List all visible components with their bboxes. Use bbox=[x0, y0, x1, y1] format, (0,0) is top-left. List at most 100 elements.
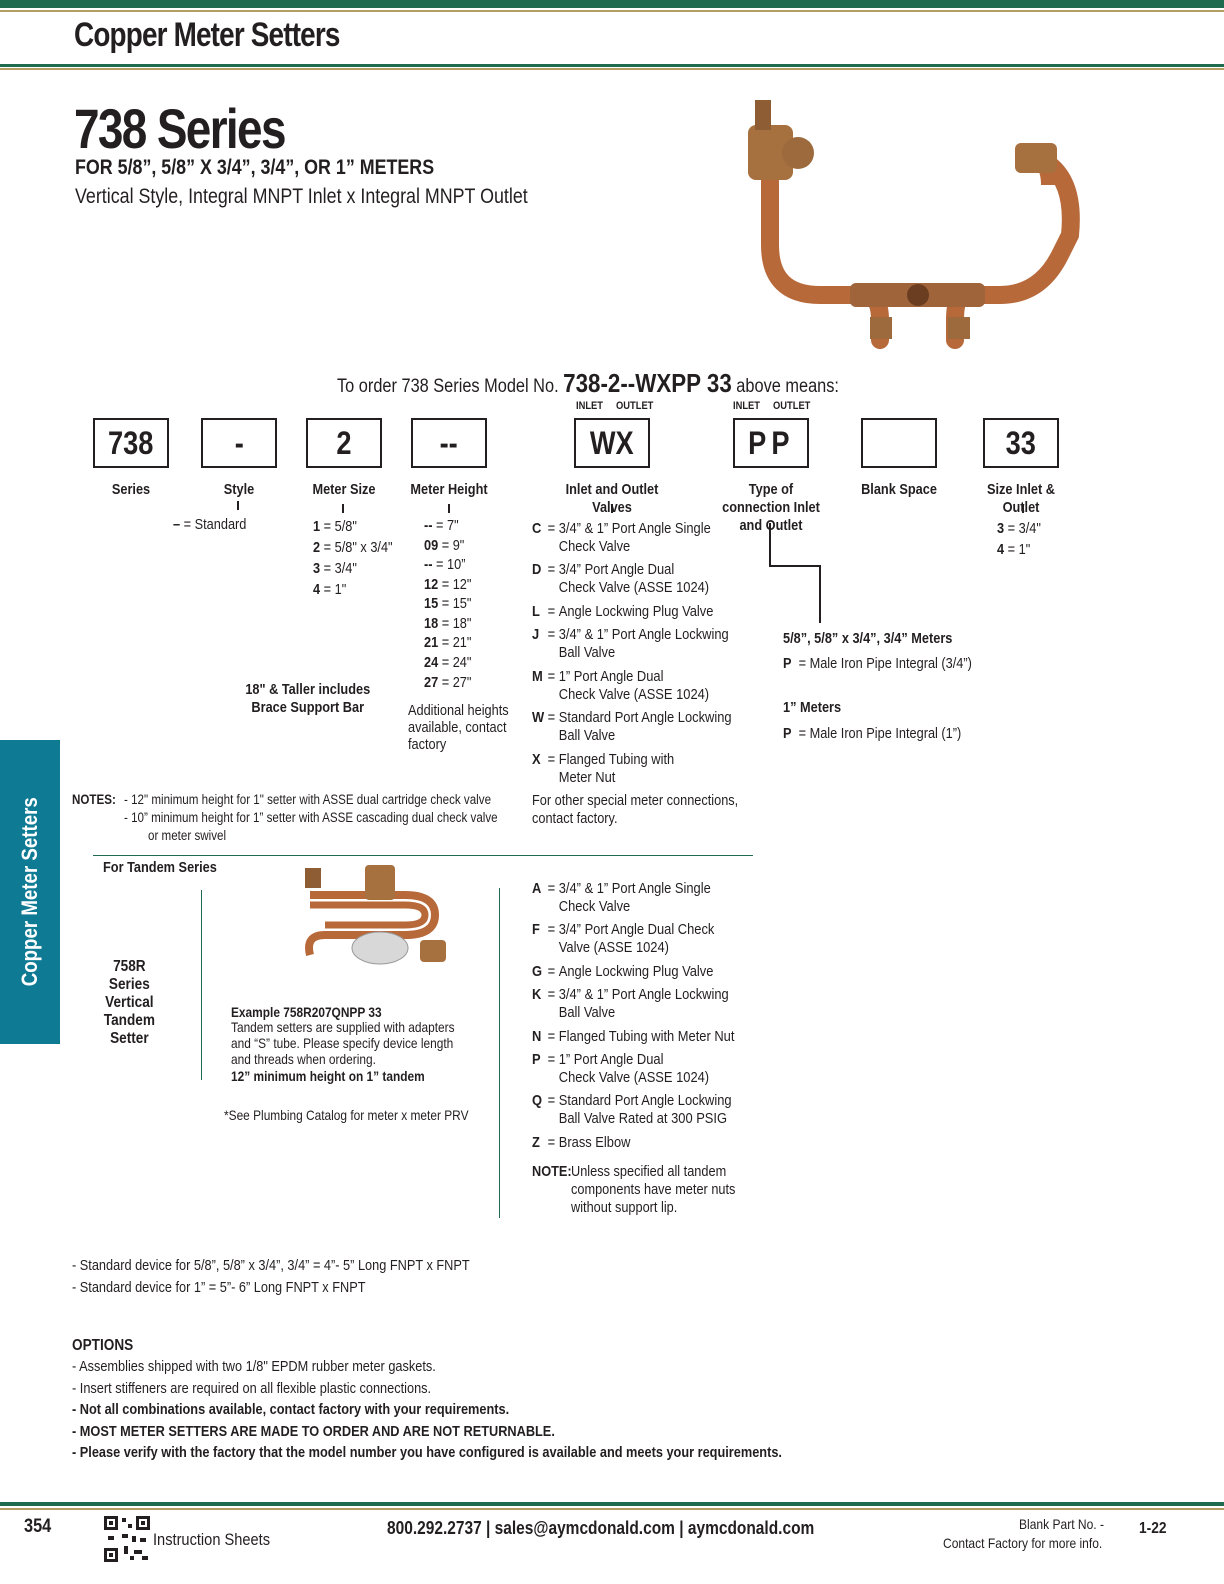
valve-l: L = Angle Lockwing Plug Valve bbox=[532, 603, 714, 620]
side-tab-label: Copper Meter Setters bbox=[17, 797, 42, 987]
meter-height-9: 27 = 27" bbox=[424, 674, 472, 691]
meter-height-2: 09 = 9" bbox=[424, 537, 465, 554]
tandem-example-bold: 12” minimum height on 1” tandem bbox=[231, 1068, 425, 1084]
label-meter-height: Meter Height bbox=[410, 481, 488, 498]
top-tan-line bbox=[0, 10, 1224, 12]
side-tab bbox=[0, 740, 60, 1044]
box-size: 33 bbox=[983, 418, 1059, 468]
tandem-name: 758R Series Vertical Tandem Setter bbox=[103, 958, 155, 1047]
tandem-example-text-1: Tandem setters are supplied with adapter… bbox=[231, 1019, 455, 1035]
qr-code-icon[interactable] bbox=[104, 1516, 150, 1562]
conn-group2-title: 1” Meters bbox=[783, 699, 842, 716]
tandem-example-text-2: and “S” tube. Please specify device leng… bbox=[231, 1035, 454, 1051]
options-title: OPTIONS bbox=[72, 1337, 134, 1354]
box-meter-height: -- bbox=[411, 418, 487, 468]
size-4: 4 = 1" bbox=[997, 541, 1031, 558]
product-description: Vertical Style, Integral MNPT Inlet x In… bbox=[75, 185, 528, 208]
outlet-label-1: OUTLET bbox=[616, 400, 654, 412]
standard-device-2: - Standard device for 1” = 5”- 6” Long F… bbox=[72, 1279, 366, 1296]
footer-green-rule bbox=[0, 1502, 1224, 1506]
meter-height-7: 21 = 21" bbox=[424, 634, 472, 651]
label-blank: Blank Space bbox=[861, 481, 937, 498]
tandem-vline-right bbox=[499, 888, 500, 1218]
tandem-valve-n: N = Flanged Tubing with Meter Nut bbox=[532, 1028, 735, 1045]
box-valves: WX bbox=[574, 418, 650, 468]
label-series: Series bbox=[111, 481, 151, 498]
height-note: Additional heights available, contact fa… bbox=[408, 702, 509, 753]
label-connection: Type of connection Inlet and Outlet bbox=[722, 481, 820, 534]
connector-line-v1 bbox=[769, 523, 771, 567]
option-item-1: - Assemblies shipped with two 1/8" EPDM … bbox=[72, 1358, 436, 1375]
tandem-divider bbox=[93, 855, 753, 856]
tick-style bbox=[237, 501, 239, 510]
tandem-image bbox=[305, 865, 446, 965]
product-subtitle: FOR 5/8”, 5/8” X 3/4”, 3/4”, OR 1” METER… bbox=[75, 156, 435, 179]
order-model: 738-2--WXPP 33 bbox=[563, 368, 732, 398]
meter-height-6: 18 = 18" bbox=[424, 615, 472, 632]
box-series: 738 bbox=[93, 418, 169, 468]
inlet-label-1: INLET bbox=[576, 400, 604, 412]
inlet-label-2: INLET bbox=[733, 400, 761, 412]
top-green-bar bbox=[0, 0, 1224, 8]
standard-device-1: - Standard device for 5/8”, 5/8” x 3/4”,… bbox=[72, 1257, 470, 1274]
instruction-sheets-link[interactable]: Instruction Sheets bbox=[153, 1530, 271, 1549]
order-suffix: above means: bbox=[736, 376, 839, 397]
conn-group1-title: 5/8”, 5/8” x 3/4”, 3/4” Meters bbox=[783, 630, 953, 647]
option-bold-2: - MOST METER SETTERS ARE MADE TO ORDER A… bbox=[72, 1423, 555, 1440]
series-title: 738 Series bbox=[74, 97, 286, 160]
outlet-label-2: OUTLET bbox=[773, 400, 811, 412]
header-green-rule bbox=[0, 64, 1224, 67]
header-title: Copper Meter Setters bbox=[74, 16, 340, 54]
header-tan-rule bbox=[0, 68, 1224, 70]
valves-note: For other special meter connections, con… bbox=[532, 792, 739, 827]
label-size: Size Inlet & Outlet bbox=[986, 481, 1056, 516]
box-style: - bbox=[201, 418, 277, 468]
product-image bbox=[748, 100, 1080, 349]
tick-meter-height bbox=[448, 504, 450, 513]
tick-meter-size bbox=[342, 504, 344, 513]
box-connection: PP bbox=[733, 418, 809, 468]
order-line: To order 738 Series Model No. 738-2--WXP… bbox=[337, 368, 839, 399]
tandem-prv-note: *See Plumbing Catalog for meter x meter … bbox=[224, 1107, 469, 1123]
notes-line-3: or meter swivel bbox=[148, 828, 227, 843]
tandem-note-1: Unless specified all tandem bbox=[571, 1163, 727, 1180]
meter-height-3: -- = 10” bbox=[424, 556, 466, 573]
option-bold-1: - Not all combinations available, contac… bbox=[72, 1401, 510, 1418]
tandem-heading: For Tandem Series bbox=[103, 859, 217, 876]
conn-group1-item: P = Male Iron Pipe Integral (3/4”) bbox=[783, 655, 972, 672]
option-item-2: - Insert stiffeners are required on all … bbox=[72, 1380, 432, 1397]
meter-size-1: 1 = 5/8" bbox=[313, 518, 357, 535]
tandem-valve-g: G = Angle Lockwing Plug Valve bbox=[532, 963, 714, 980]
tandem-note-2: components have meter nuts bbox=[571, 1181, 736, 1198]
meter-size-2: 2 = 5/8" x 3/4" bbox=[313, 539, 393, 556]
tick-valves bbox=[611, 504, 613, 513]
brace-note: 18" & Taller includes Brace Support Bar bbox=[245, 681, 371, 716]
notes-label: NOTES: bbox=[72, 792, 116, 807]
connector-line-h bbox=[769, 565, 821, 567]
meter-size-3: 3 = 3/4" bbox=[313, 560, 357, 577]
conn-group2-item: P = Male Iron Pipe Integral (1”) bbox=[783, 725, 962, 742]
tandem-example-title: Example 758R207QNPP 33 bbox=[231, 1004, 382, 1020]
tandem-vline-left bbox=[201, 890, 202, 1080]
footer-tan-rule bbox=[0, 1508, 1224, 1510]
order-prefix: To order 738 Series Model No. bbox=[337, 376, 559, 397]
notes-line-2: - 10” minimum height for 1” setter with … bbox=[124, 810, 498, 825]
meter-height-4: 12 = 12" bbox=[424, 576, 472, 593]
footer-contact-factory: Contact Factory for more info. bbox=[943, 1535, 1103, 1551]
tandem-example-text-3: and threads when ordering. bbox=[231, 1051, 376, 1067]
option-bold-3: - Please verify with the factory that th… bbox=[72, 1444, 782, 1461]
footer-contact: 800.292.2737 | sales@aymcdonald.com | ay… bbox=[387, 1518, 815, 1538]
tick-size bbox=[1022, 504, 1024, 513]
size-3: 3 = 3/4" bbox=[997, 520, 1041, 537]
label-style: Style bbox=[223, 481, 255, 498]
